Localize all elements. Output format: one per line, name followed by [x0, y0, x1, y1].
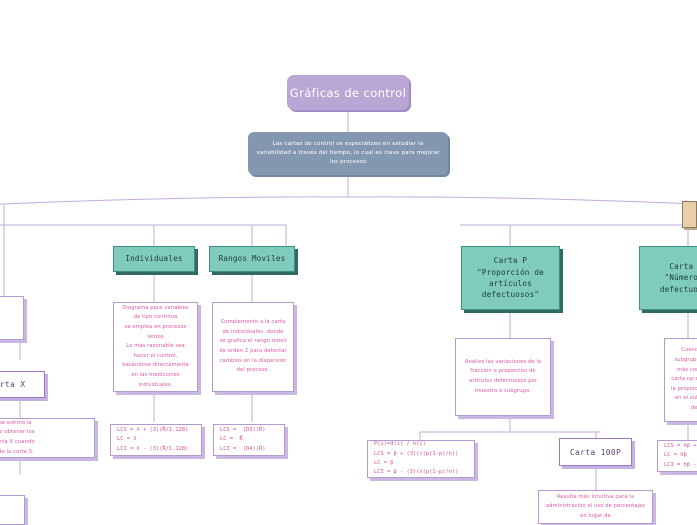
carta-x-lower-body-text: ...ora se estimó la ...ma de obtener los… [0, 419, 35, 455]
carta-np-formula-text: LCS = n̄p̄ + LC = n̄p̄ LCI = n̄p̄ - [664, 442, 697, 468]
carta-100p-heading-label: Carta 100P [569, 447, 622, 457]
carta-x-upper-body[interactable]: ...se ...en la ...su ...carta. [0, 296, 24, 340]
carta-np-body-text: Cuando el tamaño de subgrupo es constant… [671, 347, 697, 412]
carta-p-formula-text: P(i)=d(i) / n(i) LCS = p̄ + (3)(√(p(1-p)… [374, 441, 459, 476]
carta-np-formula[interactable]: LCS = n̄p̄ + LC = n̄p̄ LCI = n̄p̄ - [657, 440, 697, 472]
carta-p-body[interactable]: Analiza las variaciones de la fracción o… [455, 338, 551, 416]
carta-x-heading-label: Carta X [0, 380, 26, 389]
carta-np-heading-label: Carta np "Número de defectuosos" [659, 261, 697, 294]
description-node[interactable]: Las cartas de control se especializan en… [248, 132, 448, 175]
carta-np-body[interactable]: Cuando el tamaño de subgrupo es constant… [664, 338, 697, 422]
individuales-heading-label: Individuales [125, 254, 183, 264]
rangos-moviles-heading[interactable]: Rangos Moviles [209, 246, 295, 272]
carta-100p-heading[interactable]: Carta 100P [559, 438, 632, 466]
rangos-moviles-body-text: Complemento a la carta de individuales, … [219, 319, 287, 374]
individuales-body[interactable]: Diagrama para variables de tipo continua… [113, 302, 198, 392]
carta-p-body-text: Analiza las variaciones de la fracción o… [464, 358, 542, 394]
carta-p-heading-label: Carta P "Proporción de artículos defectu… [477, 256, 544, 300]
individuales-heading[interactable]: Individuales [113, 246, 195, 272]
individuales-body-text: Diagrama para variables de tipo continua… [122, 304, 189, 388]
carta-x-formula[interactable]: + (3)(S̄ / (C4) [0, 495, 25, 525]
carta-np-heading[interactable]: Carta np "Número de defectuosos" [639, 246, 697, 310]
rangos-moviles-formula[interactable]: LCS = (D3)(R̄) LC = R̄ LCI = (D4)(R̄) [213, 424, 285, 456]
rangos-moviles-formula-text: LCS = (D3)(R̄) LC = R̄ LCI = (D4)(R̄) [220, 426, 266, 452]
description-text: Las cartas de control se especializan en… [256, 140, 440, 166]
rangos-moviles-body[interactable]: Complemento a la carta de individuales, … [212, 302, 294, 392]
carta-100p-body[interactable]: Resulta más intuitiva para la administra… [538, 490, 653, 524]
rangos-moviles-heading-label: Rangos Moviles [218, 254, 286, 264]
root-node-graficas-de-control[interactable]: Gráficas de control [287, 75, 409, 110]
carta-p-formula[interactable]: P(i)=d(i) / n(i) LCS = p̄ + (3)(√(p(1-p)… [367, 440, 475, 478]
carta-x-lower-body[interactable]: ...ora se estimó la ...ma de obtener los… [0, 418, 95, 458]
individuales-formula-text: LCS = x̄ + (3)(R̄/1.128) LC = x̄ LCI = x… [117, 426, 189, 452]
carta-p-heading[interactable]: Carta P "Proporción de artículos defectu… [461, 246, 560, 310]
carta-x-heading[interactable]: Carta X [0, 371, 45, 398]
root-node-label: Gráficas de control [289, 85, 407, 100]
carta-100p-body-text: Resulta más intuitiva para la administra… [545, 493, 646, 519]
right-edge-tan-stub[interactable] [682, 201, 697, 228]
individuales-formula[interactable]: LCS = x̄ + (3)(R̄/1.128) LC = x̄ LCI = x… [110, 424, 202, 456]
